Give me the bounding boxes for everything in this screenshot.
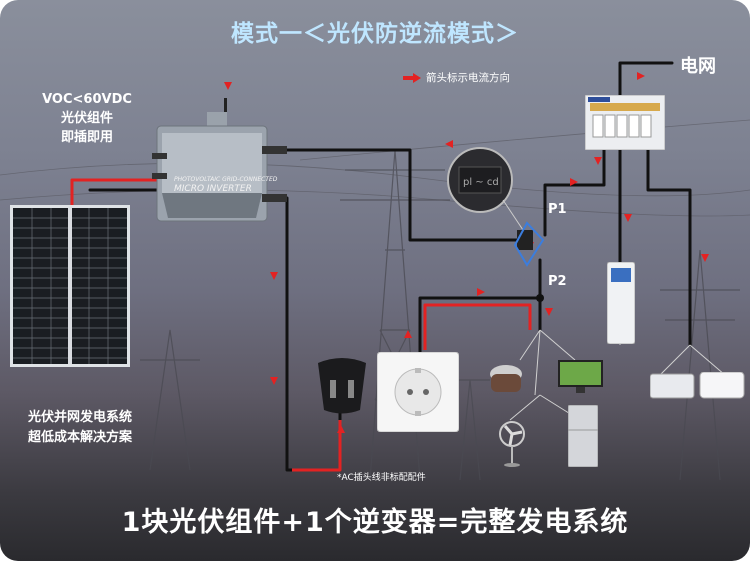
pv-module-note: VOC<60VDC 光伏组件 即插即用 (32, 90, 142, 147)
floor-air-conditioner-icon (607, 262, 635, 344)
meter-display: pl ~ cd (463, 177, 499, 188)
inverter-brand-bottom: MICRO INVERTER (174, 184, 252, 194)
inverter-to-sensor-wire (260, 148, 527, 242)
panel-lead-red (70, 178, 160, 205)
grid-wire (618, 61, 674, 102)
p2-to-socket-wire (418, 296, 542, 357)
low-cost-solution-label: 超低成本解决方案 (28, 430, 133, 445)
voc-label: VOC<60VDC (42, 92, 132, 107)
p2-label: P2 (548, 274, 567, 289)
arrow-right-icon (445, 140, 453, 148)
p2-junction (536, 294, 544, 302)
page-title: 模式一＜光伏防逆流模式＞ (231, 21, 519, 47)
arrow-down-icon (594, 157, 602, 165)
inverter-brand-top: PHOTOVOLTAIC GRID-CONNECTED (174, 176, 278, 183)
arrow-down-icon (545, 308, 553, 316)
legend-arrow-icon (403, 73, 421, 83)
plug-red-highlight (292, 420, 342, 472)
grid-label: 电网 (680, 56, 716, 77)
legend-text: 箭头标示电流方向 (426, 72, 510, 84)
distribution-box-icon (585, 95, 665, 150)
arrow-up-icon (337, 425, 345, 433)
wall-socket-icon (377, 352, 459, 432)
inverter-to-plug-wire (285, 196, 342, 472)
pv-module-label: 光伏组件 (60, 111, 113, 126)
box-to-p1-wire (543, 146, 606, 237)
arrow-left-icon (570, 178, 578, 186)
current-sensor-icon: pl ~ cd (447, 147, 545, 267)
arrow-down-icon (624, 214, 632, 222)
fan-icon (499, 421, 525, 467)
box-to-wall-ac-wire (646, 146, 692, 347)
plug-and-play-label: 即插即用 (60, 130, 113, 145)
solar-panel-icon (10, 205, 130, 367)
arrow-left-icon (477, 288, 485, 296)
micro-inverter-icon: PHOTOVOLTAIC GRID-CONNECTED MICRO INVERT… (152, 98, 287, 222)
arrow-down-icon (701, 254, 709, 262)
bottom-caption: 1块光伏组件+1个逆变器=完整发电系统 (121, 507, 629, 538)
arrow-down-icon (224, 82, 232, 90)
arrow-left-icon (637, 72, 645, 80)
solution-note: 光伏并网发电系统 超低成本解决方案 (28, 408, 188, 448)
rice-cooker-icon (490, 365, 522, 392)
refrigerator-icon (568, 405, 598, 467)
grid-tied-system-label: 光伏并网发电系统 (28, 410, 133, 425)
arrow-down-icon (270, 272, 278, 280)
socket-red-highlight (423, 303, 532, 350)
wall-air-conditioner-icon (650, 372, 745, 399)
p1-label: P1 (548, 202, 567, 217)
ac-plug-note: *AC插头线非标配配件 (337, 473, 426, 483)
arrow-down-icon (270, 377, 278, 385)
schuko-plug-icon (318, 358, 366, 414)
arrow-up-icon (404, 330, 412, 338)
television-icon (558, 360, 603, 393)
